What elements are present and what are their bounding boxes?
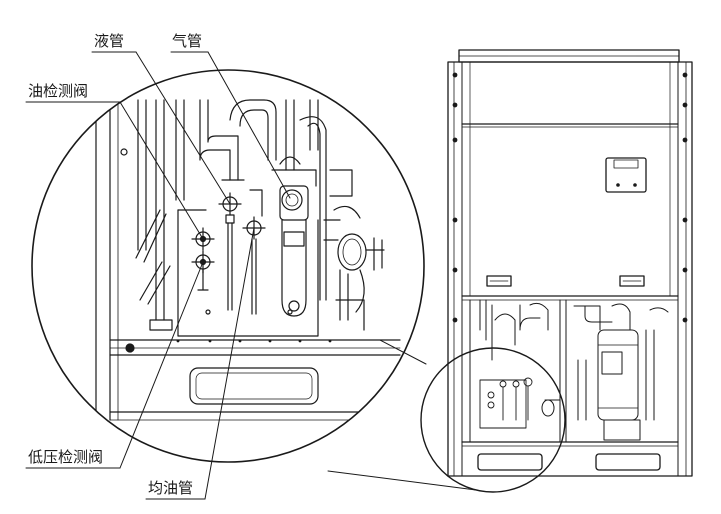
base-slot: [189, 367, 319, 405]
label-gas-pipe: 气管: [172, 32, 203, 50]
magnified-detail: [31, 69, 425, 463]
panel-handle: [605, 157, 647, 193]
compressor: [597, 329, 639, 421]
leader-liquid: [135, 51, 231, 205]
leader-gas: [207, 51, 291, 199]
label-oil-balance-pipe: 均油管: [148, 479, 194, 497]
oil-balance-valve-assembly: [242, 189, 266, 315]
leader-oil-check: [119, 101, 204, 240]
zoom-leader-bottom: [327, 470, 477, 491]
label-low-pressure-check-valve: 低压检测阀: [28, 448, 104, 466]
liquid-valve-assembly: [218, 179, 245, 311]
right-component: [337, 233, 367, 271]
label-liquid-pipe: 液管: [94, 32, 125, 50]
unit-piping: [469, 299, 669, 443]
leader-oil-balance: [204, 227, 255, 500]
zoom-leader-top: [379, 339, 427, 365]
leader-lines: [25, 51, 291, 500]
outdoor-unit: [420, 49, 693, 493]
leader-low-pressure: [119, 261, 204, 469]
base-slot-right: [595, 453, 661, 471]
detail-marker-circle: [420, 347, 566, 493]
label-oil-check-valve: 油检测阀: [28, 82, 89, 100]
frame-bolts: [452, 72, 688, 323]
panel-vent-left: [486, 275, 512, 287]
magnified-circle: [31, 69, 425, 463]
base-slot-left: [477, 453, 543, 471]
panel-vent-right: [619, 275, 645, 287]
